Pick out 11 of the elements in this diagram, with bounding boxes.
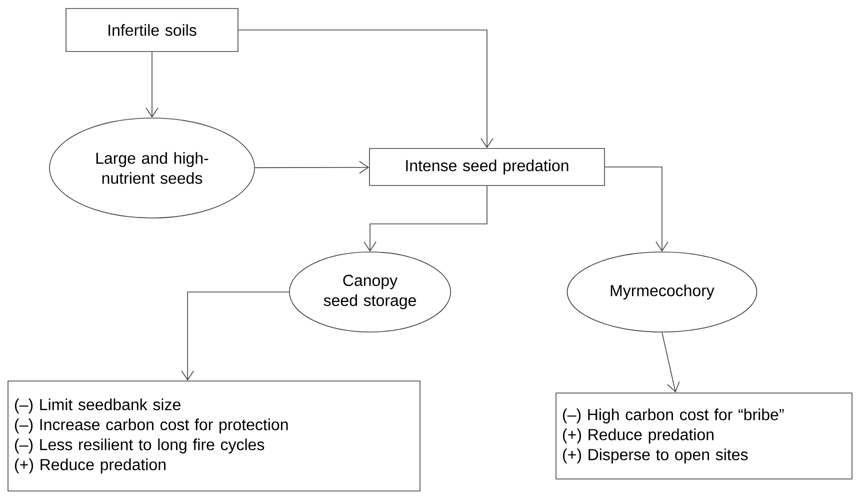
arrow [254, 160, 370, 174]
process-box: (–) High carbon cost for “bribe” (+) Reduce predation (+) Disperse to open sites [556, 392, 852, 480]
arrow [604, 166, 668, 252]
arrow [146, 52, 158, 118]
arrow [662, 332, 680, 393]
process-box: Intense seed predation [369, 148, 605, 186]
arrow [238, 30, 494, 148]
process-box: (–) Limit seedbank size (–) Increase carbon cost for protection (–) Less resilient to long fire cycles (+) Reduce predation [8, 380, 420, 492]
process-box: Infertile soils [66, 8, 238, 52]
arrow [181, 292, 290, 381]
arrow [364, 186, 488, 252]
